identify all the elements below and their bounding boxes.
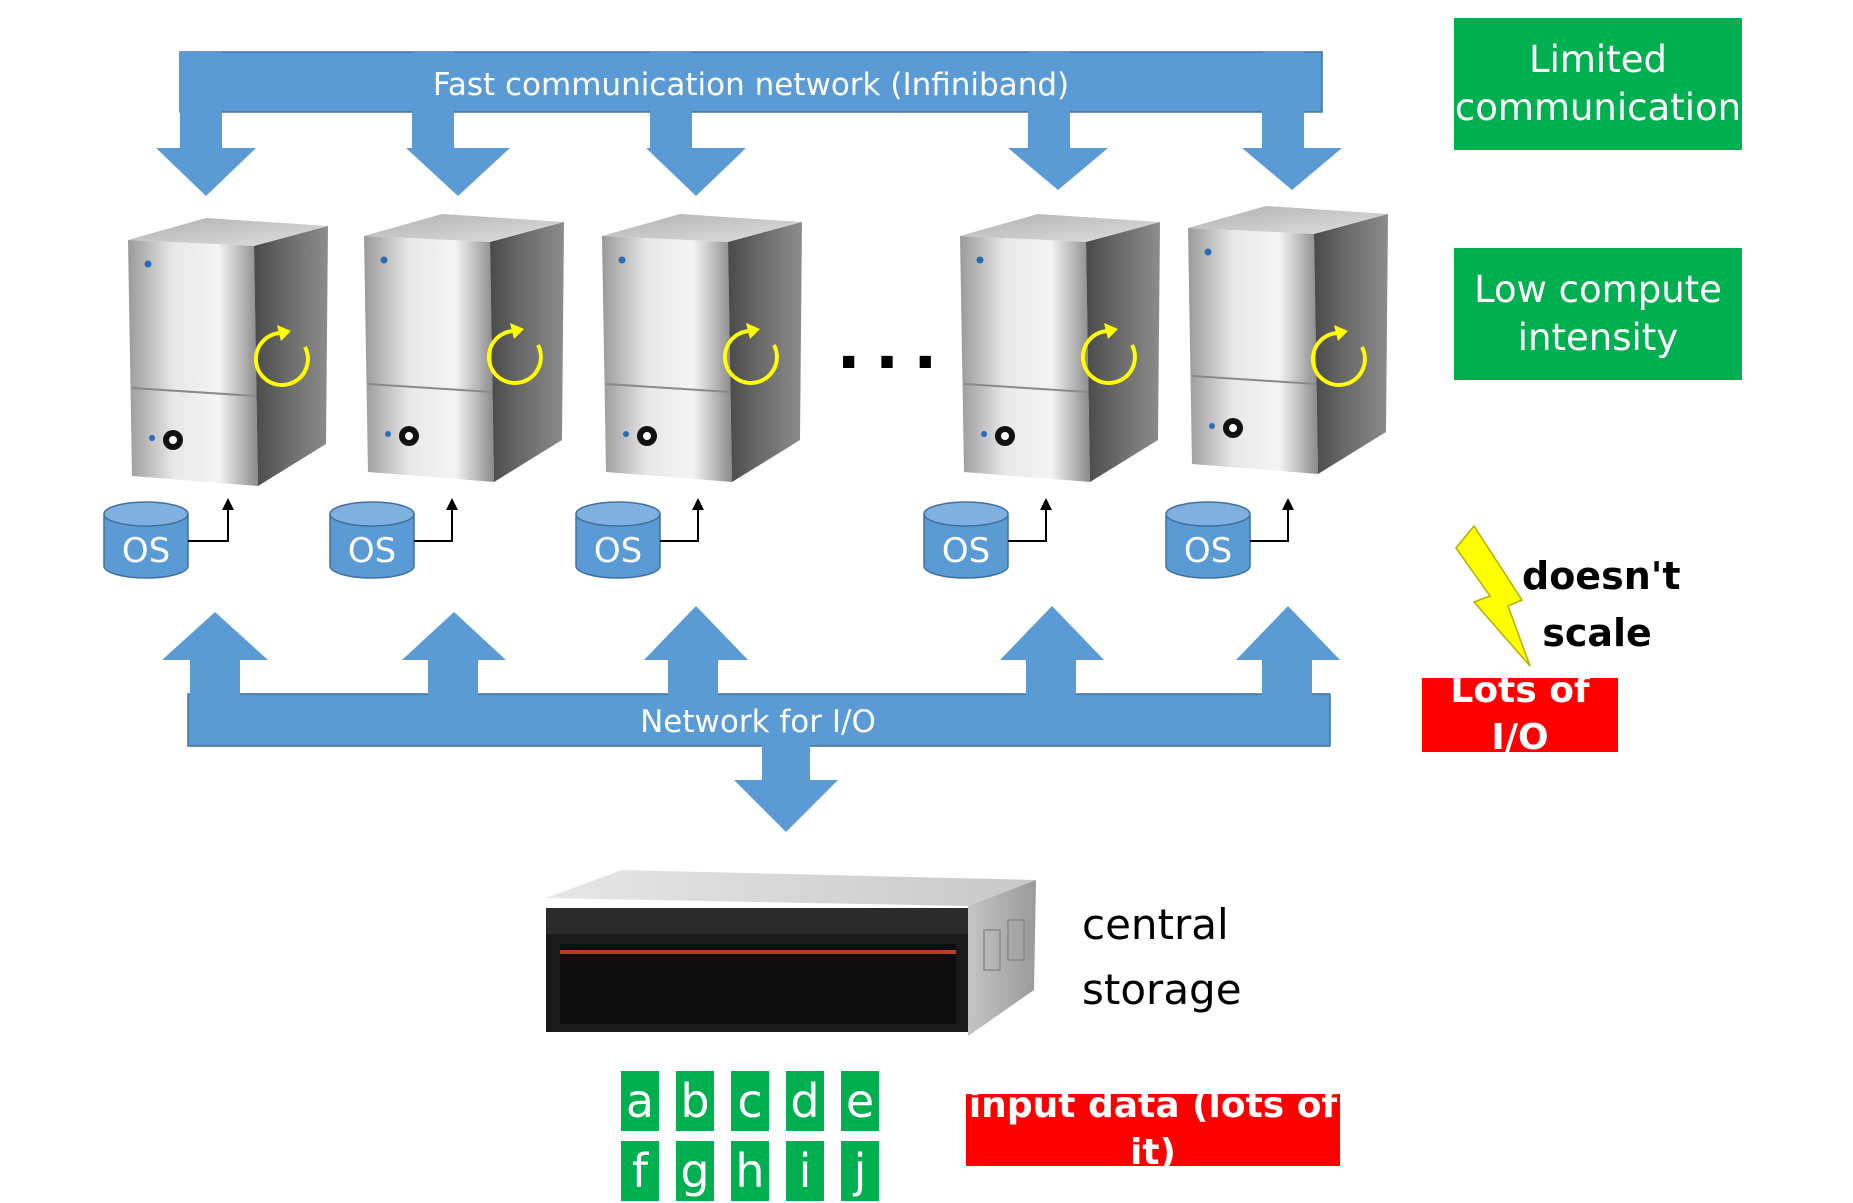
up-arrow-icon [402,612,506,660]
down-arrow-icon [734,780,838,832]
down-arrow-icon [646,148,746,196]
io-network-label: Network for I/O [640,704,876,740]
data-block-c: c [730,1070,770,1132]
up-arrow-icon [162,612,268,660]
input-data-badge: input data (lots of it) [966,1085,1340,1173]
central-storage-label: central storage [1082,900,1242,1015]
os-label: OS [942,531,990,571]
data-block-a: a [620,1070,660,1132]
compute-node-1: OS [103,217,329,579]
data-block-i: i [785,1140,825,1202]
os-label: OS [348,531,396,571]
compute-node-2: OS [329,213,565,579]
doesnt-scale-label: doesn't scale [1522,554,1681,655]
low-compute-intensity-badge: Low compute intensity [1454,248,1742,380]
down-arrow-icon [406,148,510,196]
io-network-bus: Network for I/O [162,606,1340,832]
os-label: OS [122,531,170,571]
down-arrow-icon [1008,148,1108,190]
data-block-j: j [840,1140,880,1202]
server-tower-icon [1187,205,1389,475]
data-block-g: g [675,1140,715,1202]
up-arrow-icon [644,606,748,660]
data-block-f: f [620,1140,660,1202]
data-block-b: b [675,1070,715,1132]
server-tower-icon [959,213,1161,483]
limited-communication-badge: Limited communication [1454,18,1742,150]
lots-of-io-badge: Lots of I/O [1422,670,1618,758]
compute-node-5: OS [1165,205,1389,579]
down-arrow-icon [156,148,256,196]
compute-node-3: OS [575,213,803,579]
os-label: OS [594,531,642,571]
storage-array-icon [546,870,1036,1036]
os-label: OS [1184,531,1232,571]
data-block-h: h [730,1140,770,1202]
server-tower-icon [363,213,565,483]
up-arrow-icon [1000,606,1104,660]
data-block-d: d [785,1070,825,1132]
fast-network-bus: Fast communication network (Infiniband) [156,51,1342,196]
fast-network-label: Fast communication network (Infiniband) [433,67,1069,103]
data-block-e: e [840,1070,880,1132]
up-arrow-icon [1236,606,1340,660]
ellipsis: ... [837,310,952,384]
server-tower-icon [127,217,329,487]
lightning-icon [1455,524,1531,667]
server-tower-icon [601,213,803,483]
down-arrow-icon [1242,148,1342,190]
compute-node-4: OS [923,213,1161,579]
